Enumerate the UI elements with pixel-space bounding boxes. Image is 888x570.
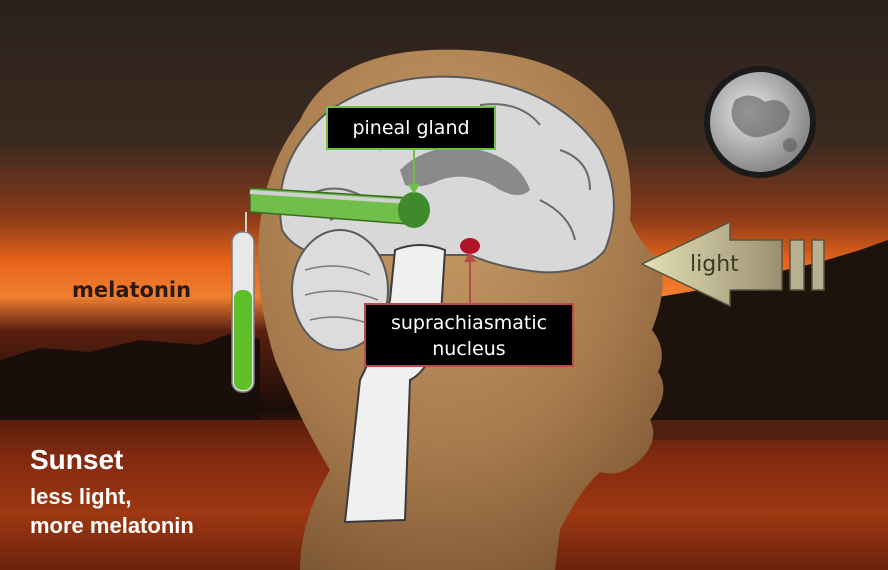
light-label: light — [690, 252, 739, 277]
scn-label-line1: suprachiasmatic — [390, 312, 548, 334]
scn-label-line2: nucleus — [432, 338, 506, 360]
pineal-gland-label: pineal gland — [326, 106, 496, 150]
sunset-caption-line1: less light, — [30, 484, 132, 509]
sunset-caption-line2: more melatonin — [30, 513, 194, 538]
light-arrow-icon — [640, 220, 825, 308]
pineal-pointer-head — [408, 184, 420, 194]
melatonin-label: melatonin — [72, 278, 192, 302]
test-tube-icon — [231, 187, 411, 393]
scn-label: suprachiasmatic nucleus — [364, 303, 574, 367]
scn-pointer-head — [464, 252, 476, 262]
hills — [0, 330, 260, 420]
scn-marker — [460, 238, 480, 254]
moon-icon — [704, 66, 816, 178]
pineal-gland-marker — [398, 192, 430, 228]
sunset-title: Sunset — [30, 444, 124, 475]
